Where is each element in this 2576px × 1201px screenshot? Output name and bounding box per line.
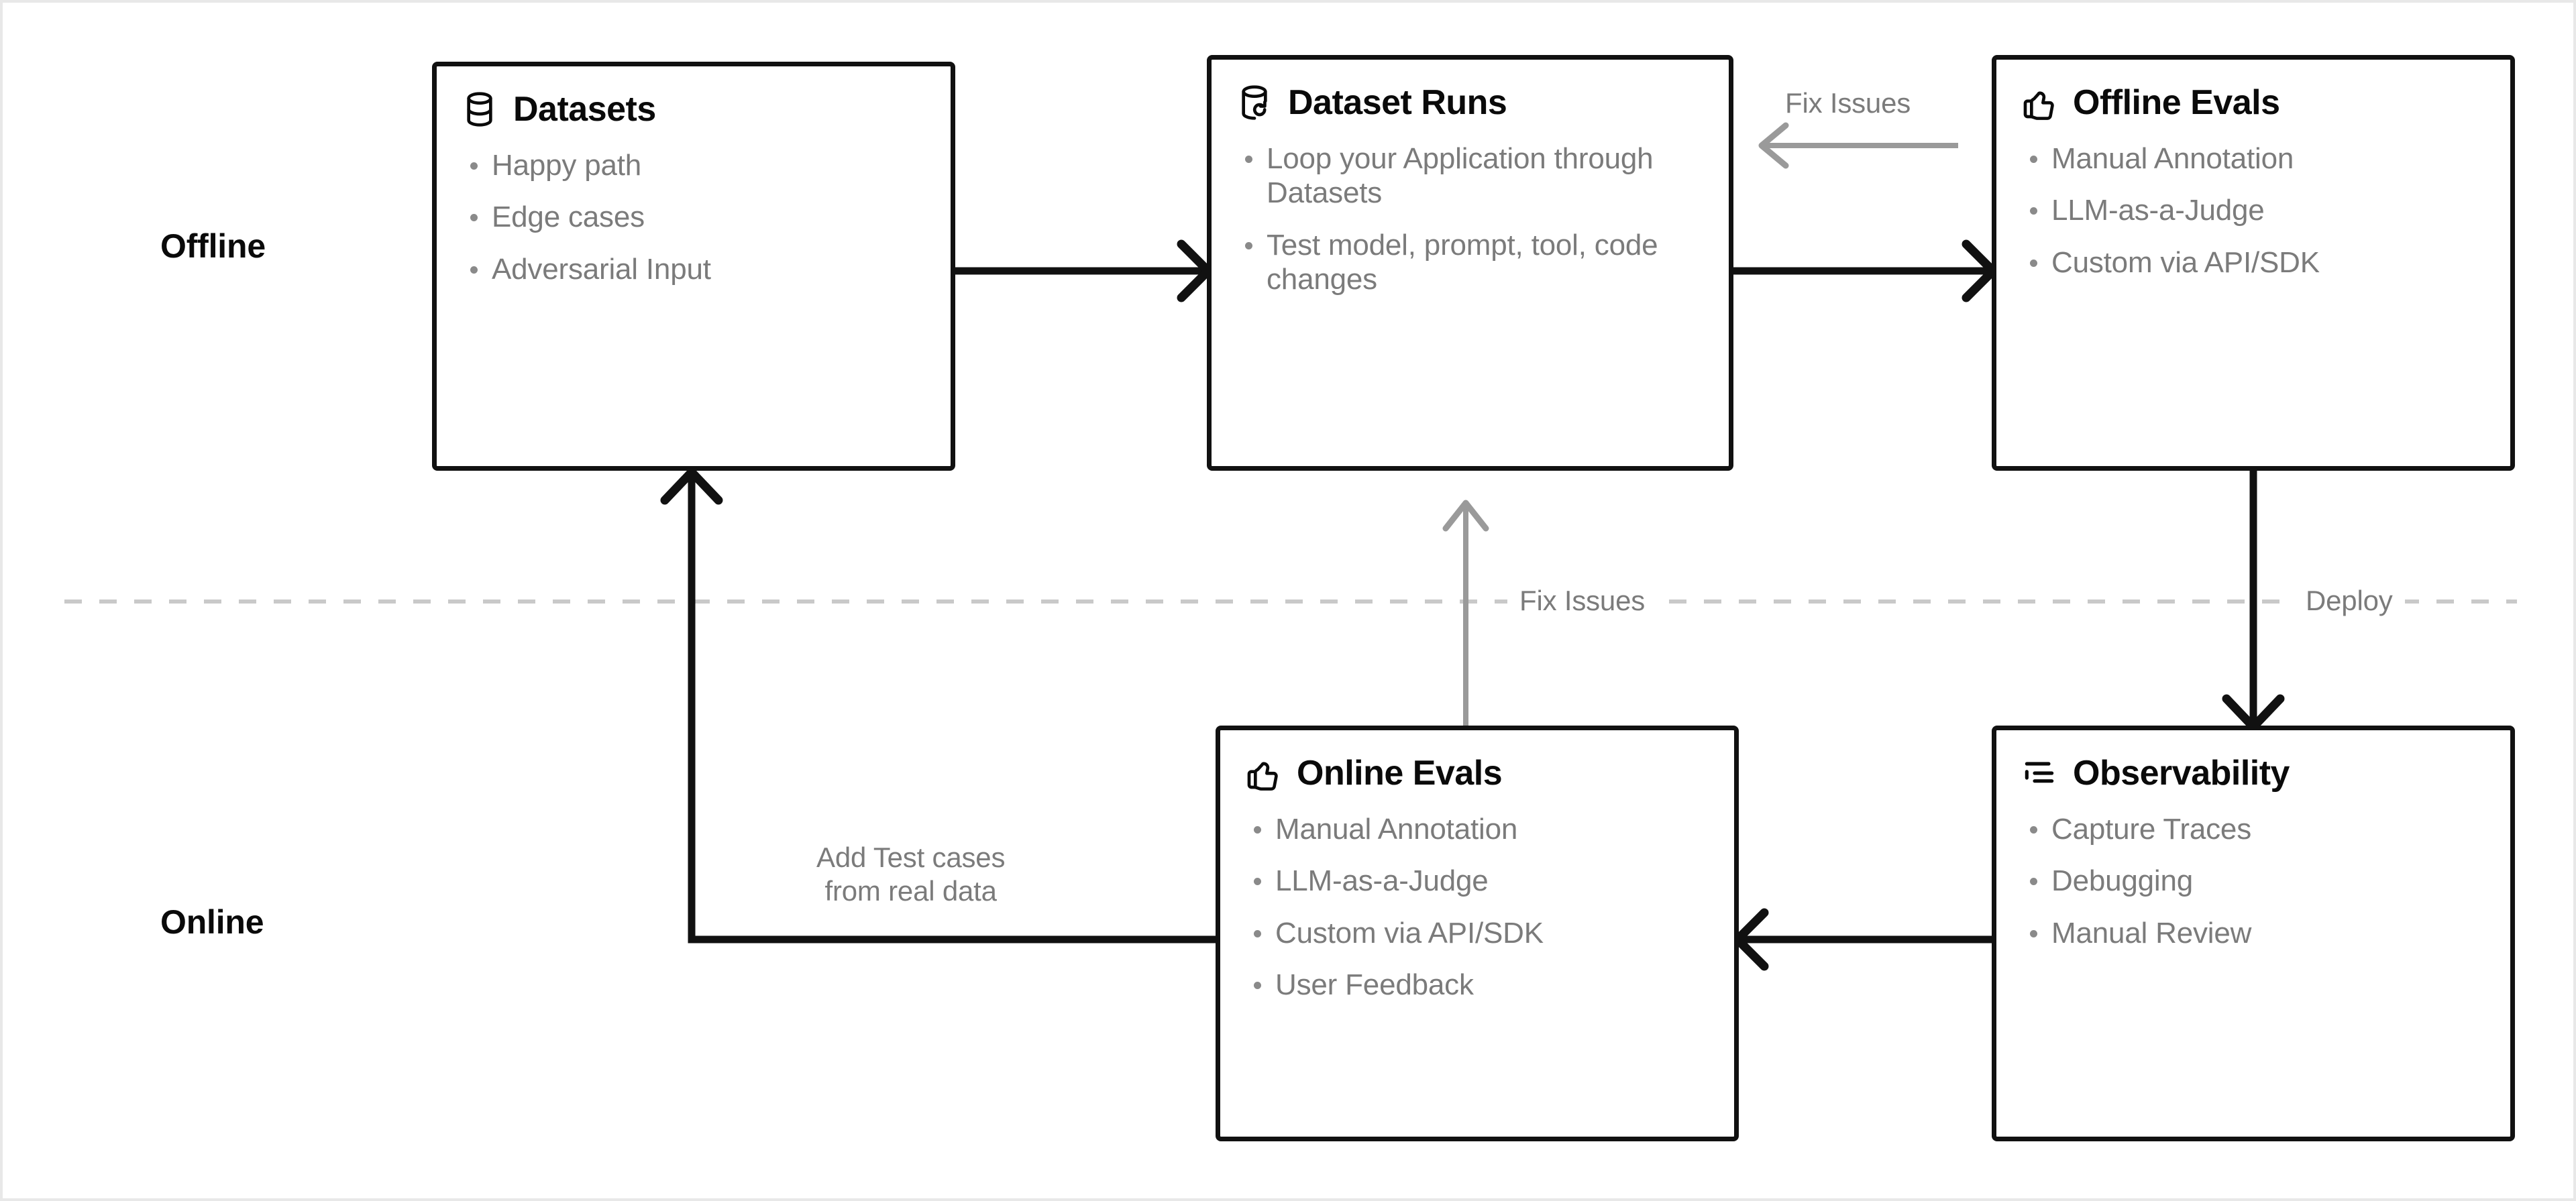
edge-label-deploy: Deploy	[2294, 585, 2405, 617]
list-item: Loop your Application through Datasets	[1236, 141, 1705, 211]
thumbs-up-icon	[1247, 762, 1278, 791]
node-title: Dataset Runs	[1288, 83, 1507, 122]
list-item: User Feedback	[1244, 968, 1710, 1002]
list-item: Manual Review	[2021, 916, 2486, 950]
list-item: Capture Traces	[2021, 812, 2486, 846]
node-online-evals[interactable]: Online Evals Manual Annotation LLM-as-a-…	[1216, 726, 1739, 1141]
node-header: Online Evals	[1244, 753, 1710, 793]
list-item: Adversarial Input	[461, 252, 926, 286]
node-bullet-list: Happy path Edge cases Adversarial Input	[461, 148, 926, 286]
edge-dataset-runs-to-offline-evals	[1732, 239, 1998, 302]
edge-fix-issues-middle	[1442, 500, 1489, 726]
list-item: Custom via API/SDK	[1244, 916, 1710, 950]
node-header: Datasets	[461, 89, 926, 129]
list-item: LLM-as-a-Judge	[1244, 864, 1710, 898]
edge-label-line-1: Add Test cases	[816, 842, 1006, 873]
node-title: Offline Evals	[2073, 83, 2280, 122]
node-header: Offline Evals	[2021, 82, 2486, 123]
node-header: Dataset Runs	[1236, 82, 1705, 123]
node-header: Observability	[2021, 753, 2486, 793]
section-label-online: Online	[160, 903, 264, 941]
node-dataset-runs[interactable]: Dataset Runs Loop your Application throu…	[1207, 55, 1733, 471]
list-tree-icon	[2025, 762, 2054, 783]
list-item: Test model, prompt, tool, code changes	[1236, 228, 1705, 297]
node-title: Online Evals	[1297, 754, 1503, 793]
node-bullet-list: Manual Annotation LLM-as-a-Judge Custom …	[1244, 812, 1710, 1003]
node-bullet-list: Manual Annotation LLM-as-a-Judge Custom …	[2021, 141, 2486, 280]
database-refresh-icon	[1242, 85, 1267, 120]
list-item: Manual Annotation	[1244, 812, 1710, 846]
node-bullet-list: Loop your Application through Datasets T…	[1236, 141, 1705, 297]
edge-observability-to-online-evals	[1733, 908, 1992, 971]
edge-label-add-test-cases: Add Test cases from real data	[816, 841, 1005, 907]
edge-label-fix-issues-top: Fix Issues	[1785, 87, 1911, 119]
edge-deploy	[2222, 471, 2285, 732]
list-item: Happy path	[461, 148, 926, 182]
list-item: Edge cases	[461, 200, 926, 234]
edge-label-line-2: from real data	[824, 874, 997, 907]
node-bullet-list: Capture Traces Debugging Manual Review	[2021, 812, 2486, 950]
node-offline-evals[interactable]: Offline Evals Manual Annotation LLM-as-a…	[1992, 55, 2515, 471]
edge-label-fix-issues-middle: Fix Issues	[1507, 585, 1658, 617]
list-item: Custom via API/SDK	[2021, 245, 2486, 280]
list-item: LLM-as-a-Judge	[2021, 193, 2486, 227]
edge-fix-issues-top	[1758, 122, 1958, 169]
edge-datasets-to-dataset-runs	[952, 239, 1213, 302]
node-title: Datasets	[513, 90, 656, 129]
node-title: Observability	[2073, 754, 2290, 793]
database-icon	[467, 92, 492, 127]
list-item: Manual Annotation	[2021, 141, 2486, 176]
node-observability[interactable]: Observability Capture Traces Debugging M…	[1992, 726, 2515, 1141]
section-label-offline: Offline	[160, 227, 266, 265]
node-datasets[interactable]: Datasets Happy path Edge cases Adversari…	[432, 62, 955, 471]
list-item: Debugging	[2021, 864, 2486, 898]
thumbs-up-icon	[2023, 91, 2054, 120]
